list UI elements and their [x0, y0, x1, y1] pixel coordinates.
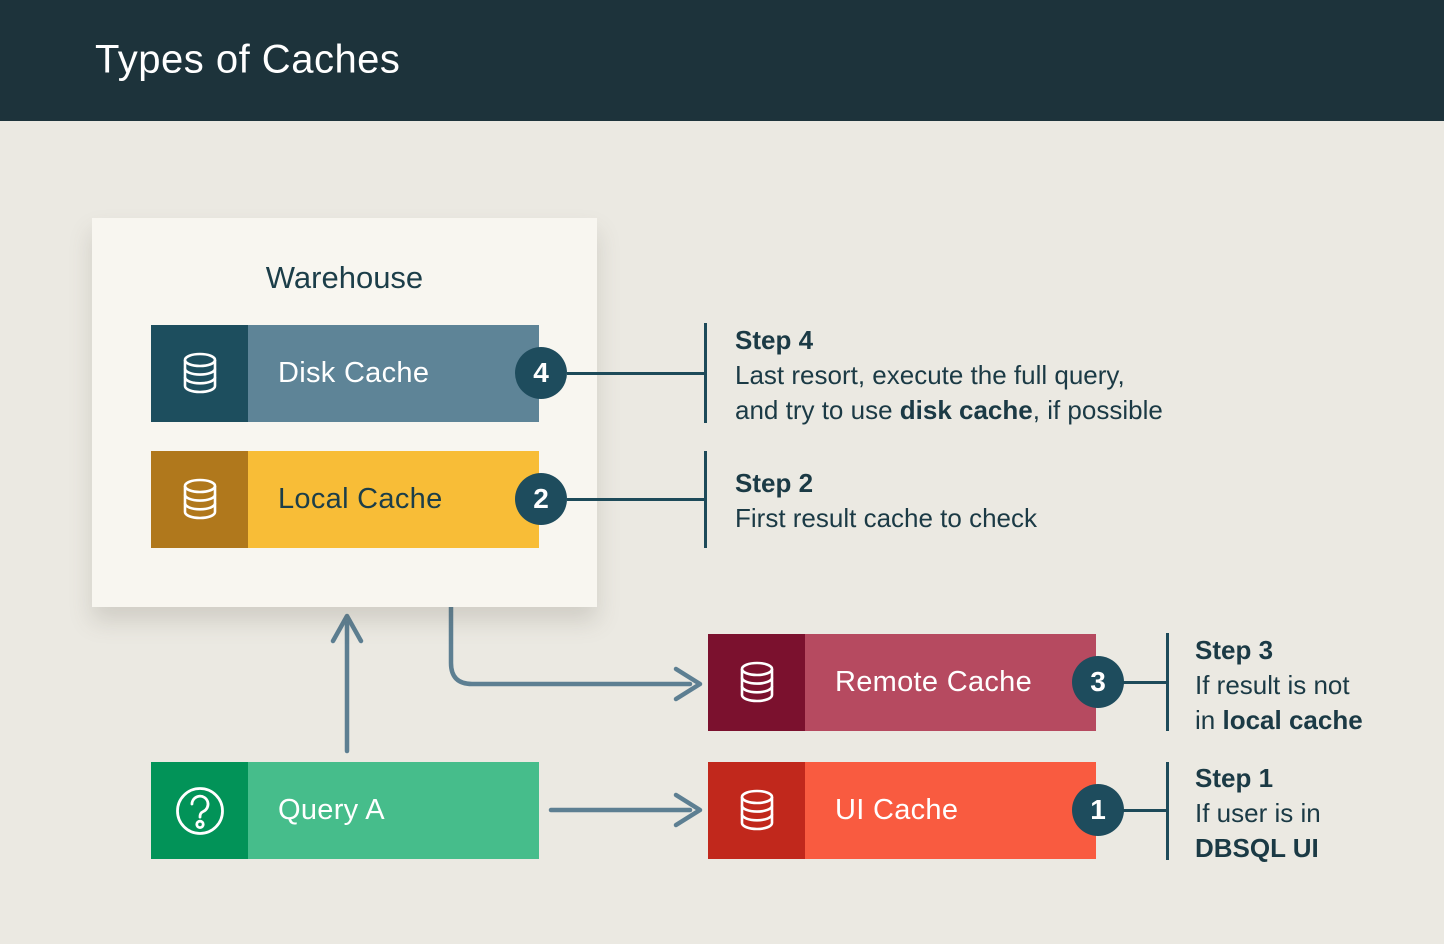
connector-step-3 [1122, 681, 1167, 684]
step-3-callout: Step 3 If result is not in local cache [1195, 633, 1363, 738]
step-1-callout: Step 1 If user is in DBSQL UI [1195, 761, 1321, 866]
warehouse-label: Warehouse [265, 260, 424, 295]
ui-cache-icon-cell [708, 762, 805, 859]
query-a-node: Query A [151, 762, 539, 859]
connector-step-1 [1122, 809, 1167, 812]
node-label: Disk Cache [248, 325, 539, 422]
step-title: Step 1 [1195, 763, 1274, 793]
step-line: DBSQL UI [1195, 833, 1319, 863]
header-bar: Types of Caches [0, 0, 1444, 121]
step-2-divider [704, 451, 707, 548]
connector-step-2 [567, 498, 705, 501]
remote-cache-node: Remote Cache 3 [708, 634, 1124, 731]
step-line: Last resort, execute the full query, [735, 360, 1125, 390]
database-icon [183, 352, 216, 393]
database-icon [183, 478, 216, 519]
step-1-divider [1166, 762, 1169, 860]
disk-cache-step-badge: 4 [515, 347, 567, 399]
disk-cache-icon-cell [151, 325, 248, 422]
disk-cache-node: Disk Cache 4 [151, 325, 567, 422]
node-label: UI Cache [805, 762, 1096, 859]
step-title: Step 3 [1195, 635, 1274, 665]
database-icon [740, 661, 773, 702]
local-cache-node: Local Cache 2 [151, 451, 567, 548]
remote-cache-step-badge: 3 [1072, 656, 1124, 708]
step-2-callout: Step 2 First result cache to check [735, 466, 1037, 536]
page-title: Types of Caches [95, 37, 401, 82]
step-title: Step 2 [735, 468, 814, 498]
node-label: Query A [248, 762, 539, 859]
question-icon [175, 786, 224, 835]
ui-cache-node: UI Cache 1 [708, 762, 1124, 859]
step-line: and try to use disk cache, if possible [735, 395, 1163, 425]
step-4-callout: Step 4 Last resort, execute the full que… [735, 323, 1163, 428]
query-a-icon-cell [151, 762, 248, 859]
step-title: Step 4 [735, 325, 814, 355]
arrow-query-to-ui-cache [548, 792, 703, 828]
remote-cache-icon-cell [708, 634, 805, 731]
node-label: Remote Cache [805, 634, 1096, 731]
local-cache-icon-cell [151, 451, 248, 548]
database-icon [740, 789, 773, 830]
node-label: Local Cache [248, 451, 539, 548]
step-line: If user is in [1195, 798, 1321, 828]
step-4-divider [704, 323, 707, 423]
step-line: in local cache [1195, 705, 1363, 735]
local-cache-step-badge: 2 [515, 473, 567, 525]
ui-cache-step-badge: 1 [1072, 784, 1124, 836]
step-3-divider [1166, 633, 1169, 731]
step-line: First result cache to check [735, 503, 1037, 533]
step-line: If result is not [1195, 670, 1350, 700]
arrow-query-to-warehouse [330, 613, 364, 754]
connector-step-4 [567, 372, 705, 375]
